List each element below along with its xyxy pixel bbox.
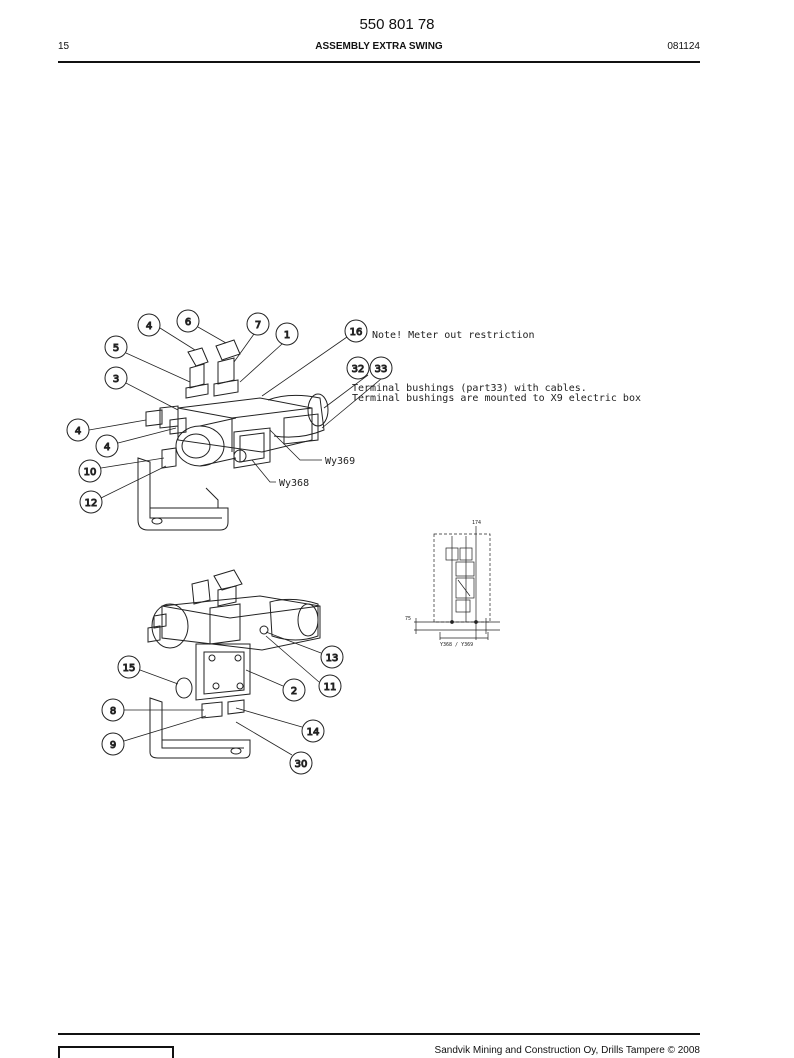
schematic-left-label: 75 [405,616,411,622]
callout-33: 33 [375,364,388,375]
callout-4-left: 4 [75,426,81,437]
footer-copyright: Sandvik Mining and Construction Oy, Dril… [434,1045,700,1056]
label-wy368: Wy368 [279,478,309,489]
label-wy369: Wy369 [325,456,355,467]
footer-rule [58,1033,700,1035]
callout-11: 11 [324,682,337,693]
note-terminal-1: Terminal bushings (part33) with cables. [352,383,587,394]
callout-30: 30 [295,759,308,770]
schematic-labels: 174 75 Y368 / Y369 [405,520,481,648]
date-code: 081124 [667,41,700,52]
note-terminal-2: Terminal bushings are mounted to X9 elec… [352,393,641,404]
callout-7: 7 [255,320,261,331]
callout-13: 13 [326,653,339,664]
hydraulic-schematic [414,526,500,640]
callout-9: 9 [110,740,116,751]
callout-14: 14 [307,727,320,738]
callout-16: 16 [350,327,363,338]
callout-6: 6 [185,317,191,328]
schematic-top-label: 174 [472,520,481,526]
drawing-notes: Note! Meter out restriction Terminal bus… [279,330,641,489]
top-callouts: 4 6 7 1 16 5 32 33 3 4 4 10 12 [66,309,393,514]
callout-5: 5 [113,343,119,354]
callout-8: 8 [110,706,116,717]
header-rule [58,61,700,63]
document-number: 550 801 78 [359,16,435,33]
callout-1: 1 [284,330,290,341]
top-assembly-view [137,339,329,531]
sandvik-logo [58,1046,174,1058]
page-header: 15 ASSEMBLY EXTRA SWING 081124 [58,41,700,55]
callout-3: 3 [113,374,119,385]
note-meter-out: Note! Meter out restriction [372,330,535,341]
schematic-valve-label: Y368 / Y369 [440,642,473,648]
callout-12: 12 [85,498,98,509]
callout-4-lower: 4 [104,442,110,453]
callout-10: 10 [84,467,97,478]
callout-4-top: 4 [146,321,152,332]
callout-32: 32 [352,364,365,375]
callout-2: 2 [291,686,297,697]
bottom-assembly-view [147,569,321,759]
bottom-callouts: 13 15 2 11 8 14 9 30 [101,631,344,775]
page-number: 15 [58,41,70,52]
callout-15: 15 [123,663,136,674]
page-title: ASSEMBLY EXTRA SWING [315,41,443,52]
